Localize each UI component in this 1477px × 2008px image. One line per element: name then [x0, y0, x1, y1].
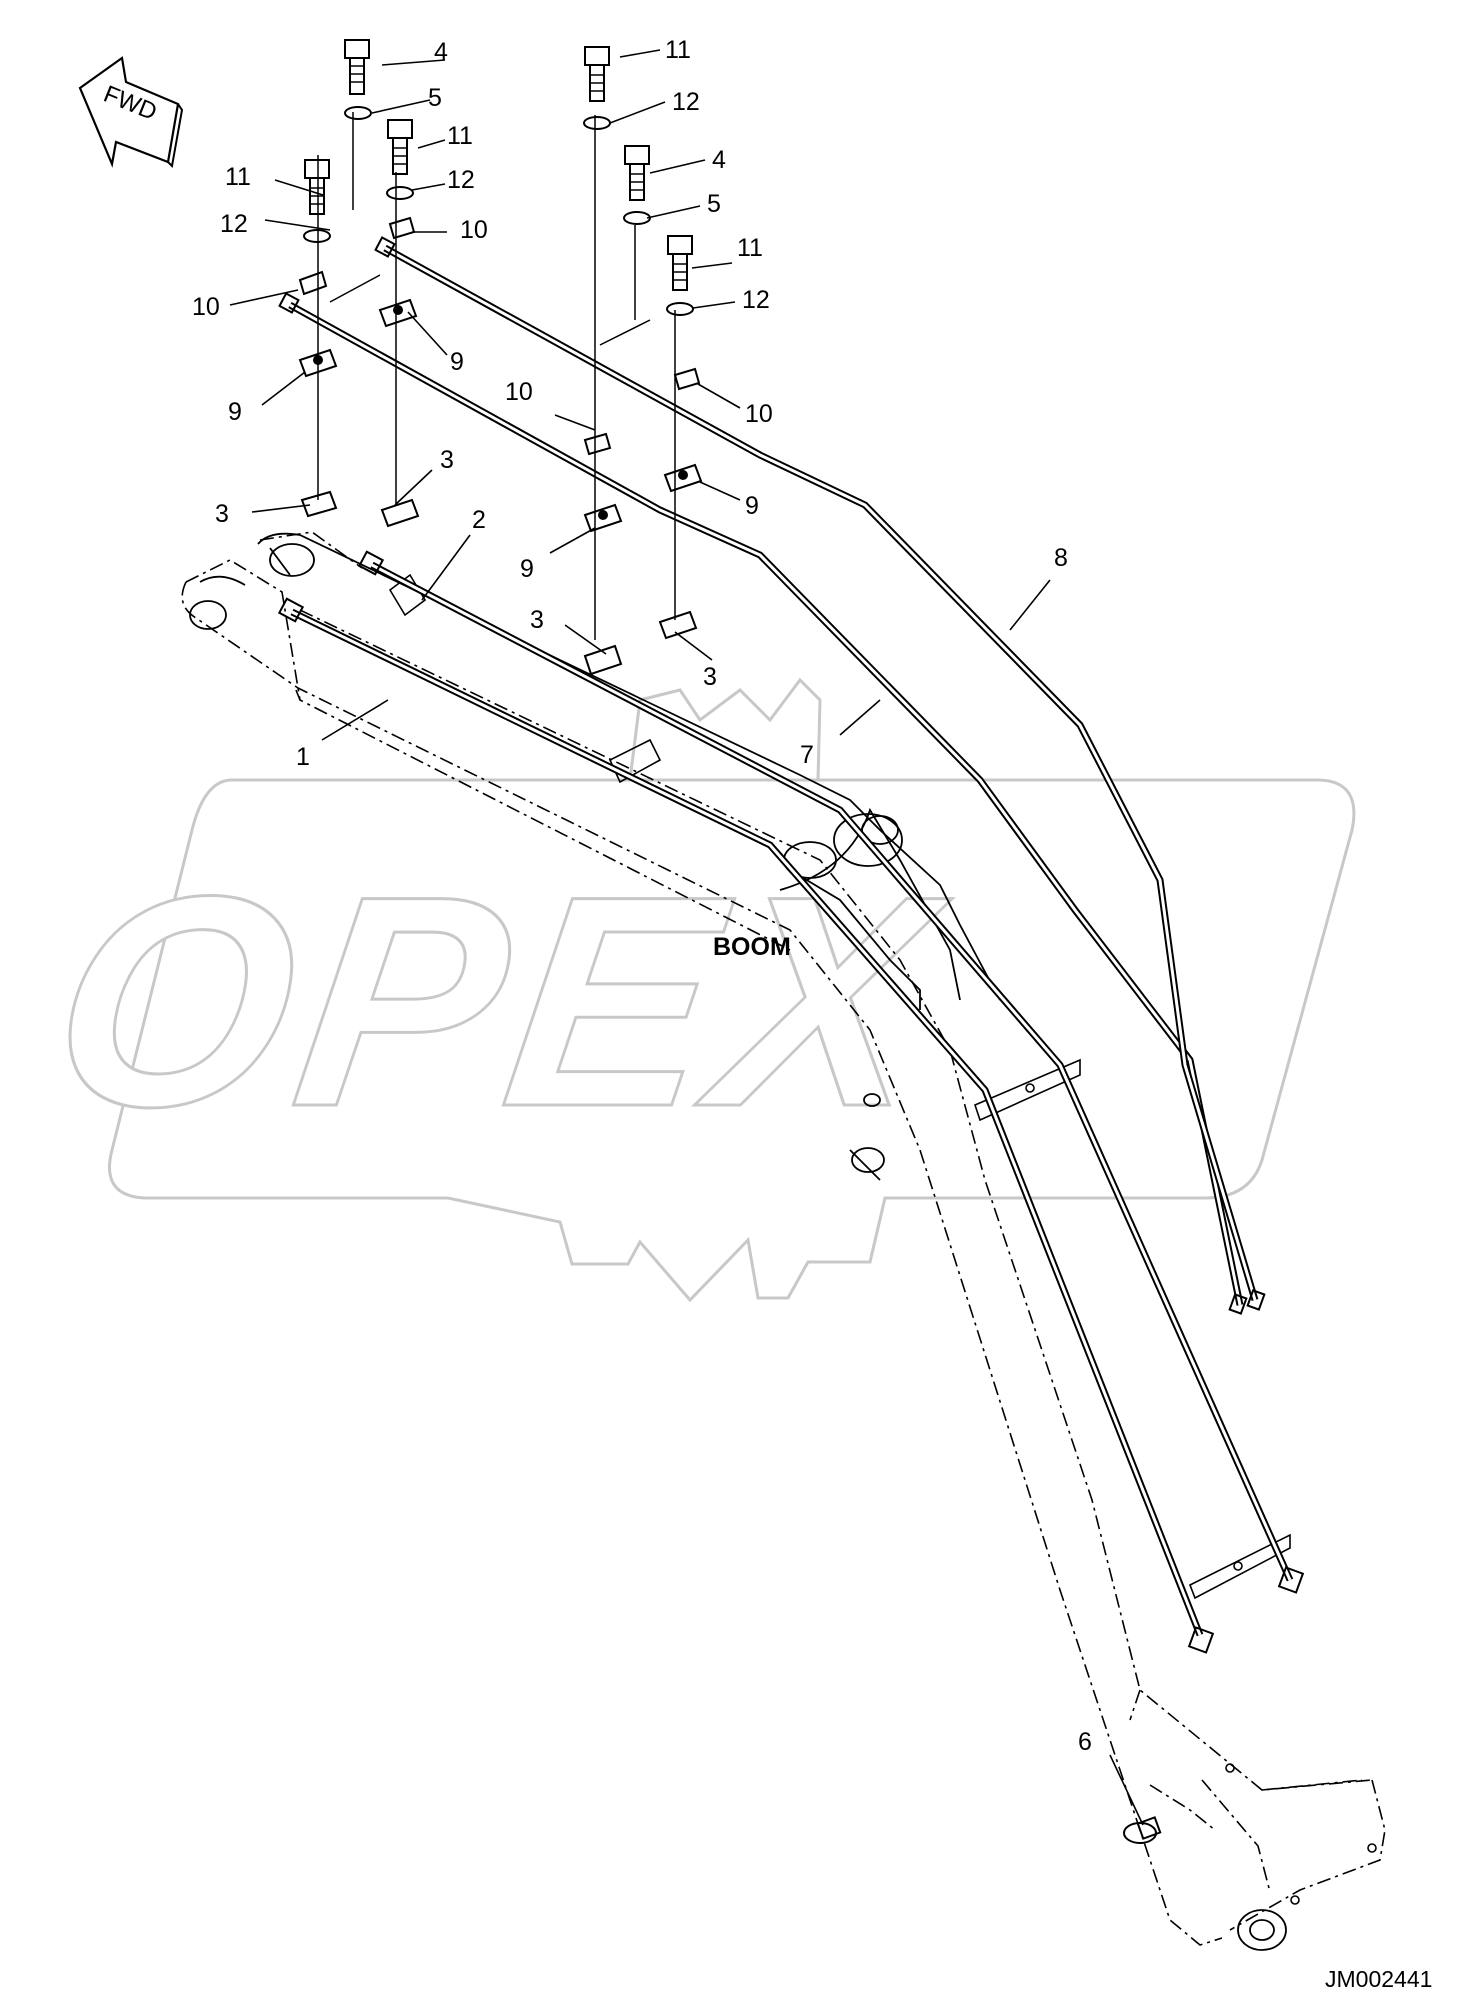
fwd-arrow-outline	[78, 56, 180, 168]
callout-10-b: 10	[192, 293, 220, 321]
watermark-gear-outline	[107, 778, 1356, 1303]
callout-10-a: 10	[460, 216, 488, 244]
callout-10-c: 10	[505, 378, 533, 406]
callout-4-left: 4	[434, 38, 448, 66]
callout-3-a: 3	[215, 500, 229, 528]
callout-11-a: 11	[447, 122, 473, 150]
callouts: 4 5 11 11 12 12 10 10 9 9 3 3 2 1 11 12 …	[192, 36, 1092, 1756]
callout-12-d: 12	[742, 286, 770, 314]
boom-outline	[181, 531, 1386, 1951]
callout-9-c: 9	[745, 492, 759, 520]
boom-label: BOOM	[713, 933, 791, 961]
fwd-direction-arrow: FWD	[78, 56, 184, 169]
watermark-text: OPEX	[36, 833, 962, 1168]
pipes	[277, 236, 1305, 1654]
pipe-8-inner	[384, 246, 1257, 1301]
callout-3-b: 3	[440, 446, 454, 474]
watermark-gear-top	[628, 677, 822, 782]
callout-11-d: 11	[737, 234, 763, 262]
callout-7: 7	[800, 741, 814, 769]
callout-11-b: 11	[225, 163, 251, 191]
bolt-11-c	[584, 46, 610, 102]
callout-9-b: 9	[228, 398, 242, 426]
callout-9-a: 9	[450, 348, 464, 376]
pipe-7-inner	[289, 303, 1242, 1306]
callout-3-d: 3	[703, 663, 717, 691]
fwd-label: FWD	[100, 81, 161, 127]
callout-5-left: 5	[428, 84, 442, 112]
callout-8: 8	[1054, 544, 1068, 572]
opex-watermark: OPEX	[34, 677, 1356, 1303]
callout-11-c: 11	[665, 36, 691, 64]
drawing-reference-code: JM002441	[1325, 1966, 1432, 1992]
callout-12-b: 12	[220, 210, 248, 238]
pipe-2-inner	[371, 563, 1292, 1581]
callout-3-c: 3	[530, 606, 544, 634]
callout-1: 1	[296, 743, 310, 771]
bolt-11-a	[387, 119, 413, 175]
callout-4-right: 4	[712, 146, 726, 174]
leader-lines	[229, 49, 1144, 1826]
bolt-4-right	[624, 145, 650, 201]
callout-6: 6	[1078, 1728, 1092, 1756]
bolt-4-left	[344, 39, 370, 95]
bolt-11-b	[304, 159, 330, 215]
plug-6	[1123, 1816, 1162, 1844]
callout-2: 2	[472, 506, 486, 534]
pipe-1-inner	[291, 610, 1202, 1636]
callout-10-d: 10	[745, 400, 773, 428]
callout-5-right: 5	[707, 190, 721, 218]
callout-12-a: 12	[447, 166, 475, 194]
callout-9-d: 9	[520, 555, 534, 583]
callout-12-c: 12	[672, 88, 700, 116]
bolt-11-d	[667, 235, 693, 291]
fwd-arrow-shadow	[167, 103, 184, 169]
